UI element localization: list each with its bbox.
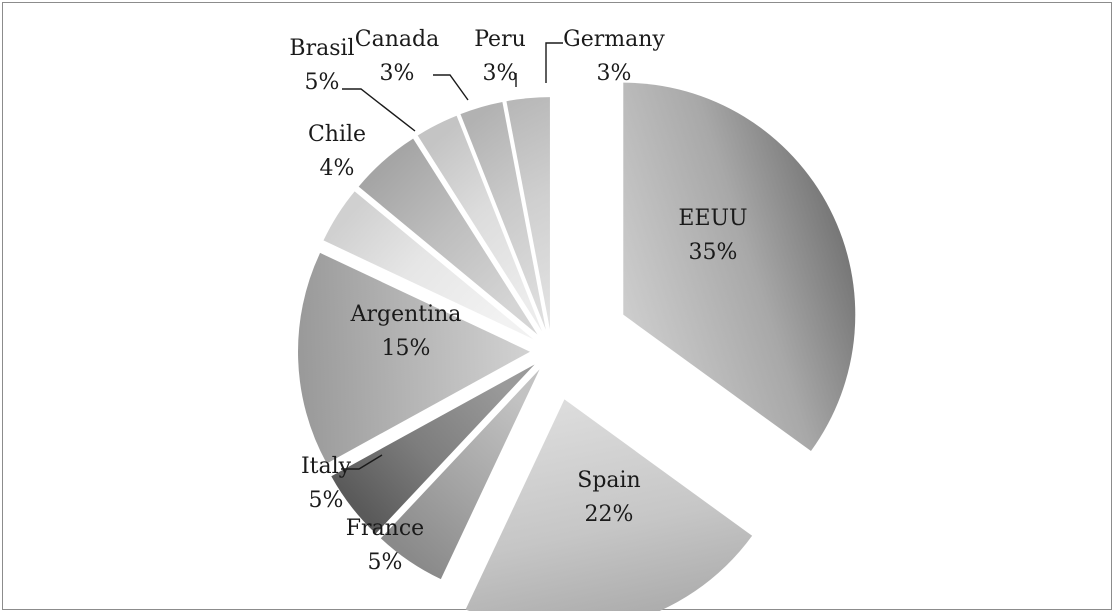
slice-label-percent: 3%	[380, 61, 415, 86]
slice-label-percent: 5%	[305, 70, 340, 95]
pie-slice-chile	[323, 191, 534, 340]
slice-label-peru: Peru 3%	[474, 27, 526, 86]
slice-label-name: Italy	[301, 454, 352, 479]
slice-label-percent: 22%	[585, 502, 634, 527]
slice-label-chile: Chile 4%	[308, 122, 366, 181]
slice-label-name: EEUU	[678, 206, 747, 231]
pie-slice-canada	[417, 115, 543, 332]
pie-slice-eeuu	[623, 82, 856, 452]
pie-slice-germany	[506, 97, 550, 330]
pie-slice-brasil	[358, 138, 538, 335]
pie-slice-spain	[465, 399, 753, 616]
pie-slices	[298, 82, 856, 616]
leader-line-brasil	[342, 88, 416, 132]
slice-label-percent: 3%	[483, 61, 518, 86]
slice-label-spain: Spain 22%	[577, 468, 640, 527]
slice-label-name: Argentina	[350, 302, 462, 327]
slice-label-name: Chile	[308, 122, 366, 147]
slice-label-name: France	[346, 516, 424, 541]
slice-label-name: Peru	[474, 27, 526, 52]
pie-slice-peru	[460, 101, 546, 330]
slice-label-percent: 35%	[689, 240, 738, 265]
slice-label-italy: Italy 5%	[301, 454, 352, 513]
slice-label-percent: 4%	[320, 156, 355, 181]
slice-label-name: Brasil	[289, 36, 354, 61]
slice-label-percent: 15%	[382, 336, 431, 361]
slice-label-brasil: Brasil 5%	[289, 36, 354, 95]
slice-label-canada: Canada 3%	[355, 27, 439, 86]
pie-slice-italy	[331, 364, 535, 534]
slice-label-percent: 3%	[597, 61, 632, 86]
pie-slice-argentina	[298, 252, 531, 464]
slice-label-germany: Germany 3%	[563, 27, 665, 86]
slice-label-percent: 5%	[309, 488, 344, 513]
leader-line-germany	[545, 42, 563, 83]
leader-line-italy	[341, 454, 383, 470]
leader-line-canada	[433, 74, 469, 101]
slice-label-argentina: Argentina 15%	[350, 302, 462, 361]
slice-label-name: Spain	[577, 468, 640, 493]
slice-label-france: France 5%	[346, 516, 424, 575]
leader-lines	[341, 42, 563, 470]
slice-label-eeuu: EEUU 35%	[678, 206, 747, 265]
slice-label-percent: 5%	[368, 550, 403, 575]
slice-label-name: Canada	[355, 27, 439, 52]
slice-label-name: Germany	[563, 27, 665, 52]
pie-slice-france	[380, 369, 540, 580]
